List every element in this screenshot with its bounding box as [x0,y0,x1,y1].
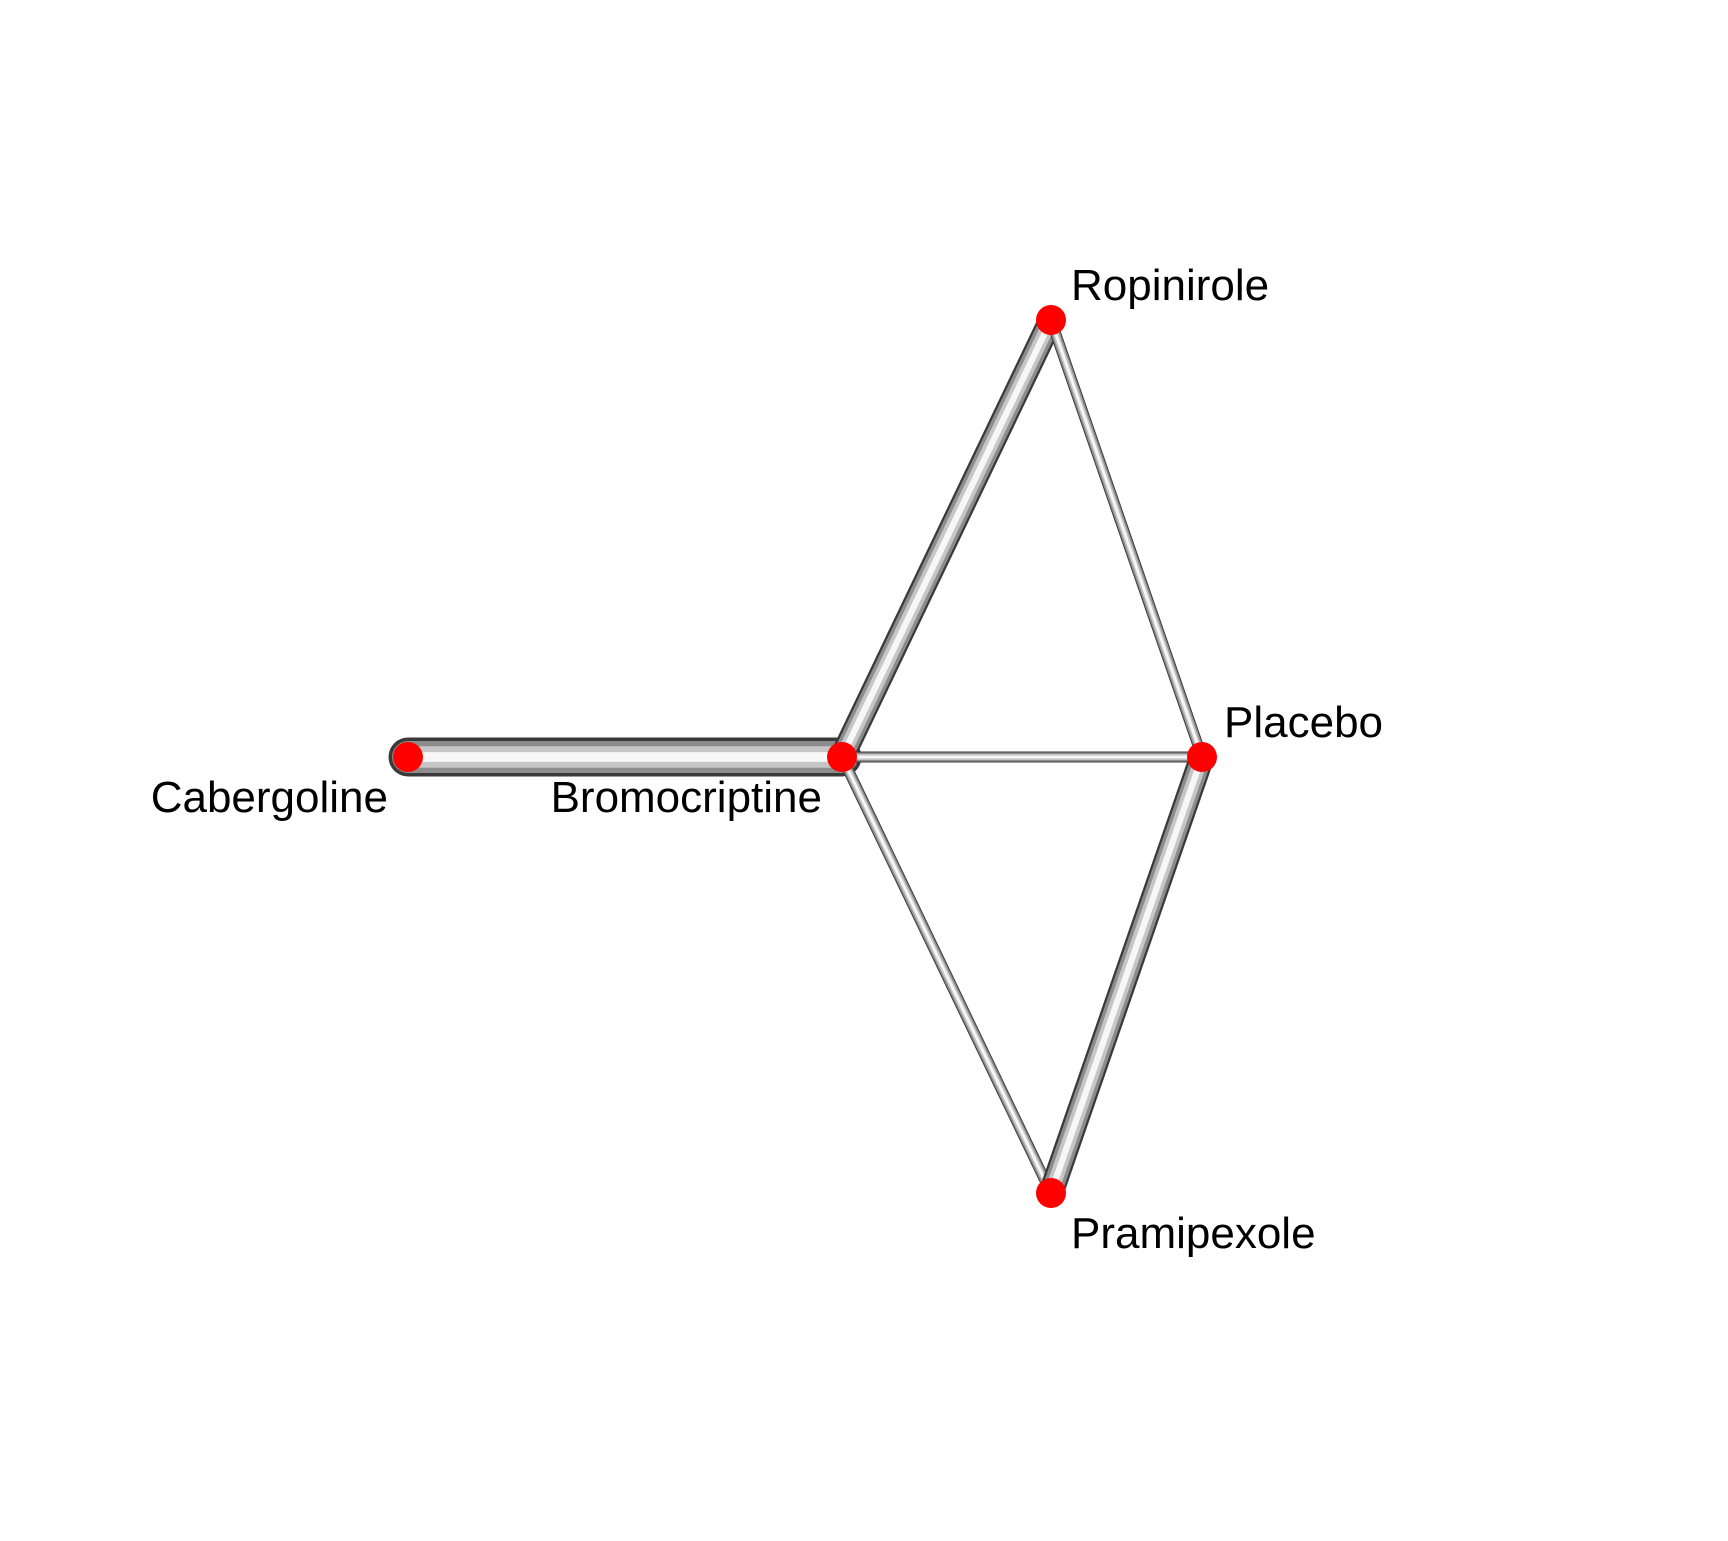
node-cabergoline [393,742,423,772]
node-placebo [1187,742,1217,772]
edge-ropinirole-placebo [1045,314,1208,763]
node-label-cabergoline: Cabergoline [151,773,388,822]
edge-stroke [838,316,1055,761]
node-pramipexole [1036,1178,1066,1208]
edge-layer [388,307,1215,1206]
edge-placebo-pramipexole [1038,744,1215,1206]
label-layer: Bromocriptine Cabergoline PlaceboPramipexo… [151,261,1383,1258]
node-label-ropinirole: Ropinirole [1071,261,1269,310]
edge-bromocriptine-ropinirole [829,307,1064,770]
node-label-placebo: Placebo [1224,698,1383,747]
node-label-bromocriptine: Bromocriptine [551,773,822,822]
edge-stroke [840,755,1053,1195]
node-layer [393,305,1217,1208]
edge-stroke [1047,753,1206,1197]
node-bromocriptine [827,742,857,772]
node-ropinirole [1036,305,1066,335]
node-label-pramipexole: Pramipexole [1071,1209,1316,1258]
edge-bromocriptine-pramipexole [836,751,1057,1199]
edge-stroke [1049,318,1204,759]
